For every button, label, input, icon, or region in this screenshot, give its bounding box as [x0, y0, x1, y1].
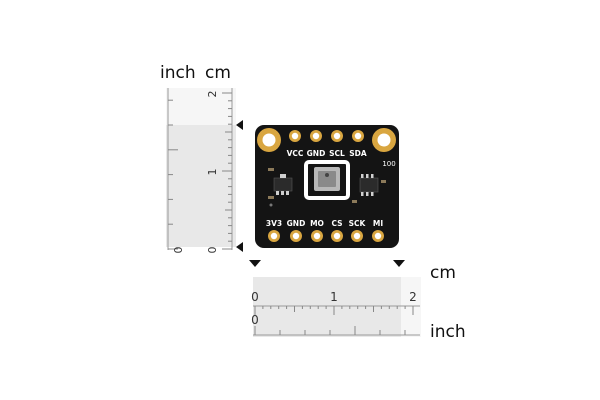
sensor-outline — [304, 160, 350, 200]
pin-label-mo: MO — [310, 219, 324, 228]
capacitor-left-1 — [268, 168, 274, 171]
horizontal-ruler: 0 1 2 0 — [249, 260, 421, 337]
level-shifter-ic — [359, 177, 379, 193]
bottom-pin-hole — [270, 232, 278, 240]
vertical-cm-tick-0: 0 — [206, 247, 219, 254]
vertical-inch-tick-0: 0 — [172, 247, 185, 254]
pin-label-scl: SCL — [329, 149, 345, 158]
regulator-ic — [273, 177, 293, 192]
top-pin-hole — [312, 132, 320, 140]
top-pin-hole — [291, 132, 299, 140]
vertical-marker-top — [236, 120, 243, 130]
bottom-pin-hole — [333, 232, 341, 240]
sensor-chip-lid — [318, 171, 336, 187]
pin-label-mi: MI — [373, 219, 383, 228]
vertical-ruler-ticks — [168, 92, 232, 250]
vertical-ruler: 0 1 2 0 — [166, 88, 243, 254]
horizontal-ruler-inch-label: inch — [430, 322, 466, 342]
pin-label-gnd-top: GND — [307, 149, 326, 158]
via-left — [269, 203, 273, 207]
vertical-cm-tick-1: 1 — [206, 169, 219, 176]
pin-label-sck: SCK — [349, 219, 367, 228]
sensor-vent-hole — [325, 173, 329, 177]
horizontal-ruler-right-shade — [401, 277, 421, 337]
horizontal-marker-right — [393, 260, 405, 267]
top-pin-hole — [333, 132, 341, 140]
horizontal-ruler-shade — [253, 277, 401, 337]
pin-label-sda: SDA — [349, 149, 367, 158]
vertical-ruler-top-shade — [166, 88, 236, 125]
pin-label-vcc: VCC — [287, 149, 304, 158]
pin-label-cs: CS — [331, 219, 342, 228]
bottom-pin-hole — [292, 232, 300, 240]
horizontal-marker-left — [249, 260, 261, 267]
capacitor-left-2 — [268, 196, 274, 199]
bottom-pin-pads — [268, 230, 384, 242]
vertical-cm-tick-2: 2 — [206, 91, 219, 98]
top-pin-hole — [354, 132, 362, 140]
horizontal-cm-tick-2: 2 — [409, 290, 417, 304]
bottom-pin-hole — [374, 232, 382, 240]
sensor-breakout-board: VCC GND SCL SDA 3V3 GND MO CS SCK MI 100 — [255, 125, 399, 248]
pin-label-3v3: 3V3 — [266, 219, 282, 228]
vertical-marker-bottom — [236, 242, 243, 252]
vertical-ruler-inch-label: inch — [160, 63, 196, 83]
pin-label-gnd-bottom: GND — [287, 219, 306, 228]
vertical-ruler-cm-label: cm — [205, 63, 231, 83]
vertical-ruler-shade — [166, 125, 236, 247]
silkscreen-id: 100 — [382, 160, 395, 168]
mounting-hole-left — [257, 128, 281, 152]
mounting-hole-right — [372, 128, 396, 152]
horizontal-cm-tick-1: 1 — [330, 290, 338, 304]
horizontal-cm-tick-0: 0 — [251, 290, 259, 304]
bottom-pin-hole — [313, 232, 321, 240]
resistor-right — [352, 200, 357, 203]
horizontal-ruler-cm-label: cm — [430, 263, 456, 283]
bottom-pin-hole — [353, 232, 361, 240]
capacitor-right — [381, 180, 386, 183]
horizontal-ruler-ticks — [254, 306, 414, 335]
top-pin-pads — [289, 130, 364, 142]
horizontal-inch-tick-0: 0 — [251, 313, 259, 327]
